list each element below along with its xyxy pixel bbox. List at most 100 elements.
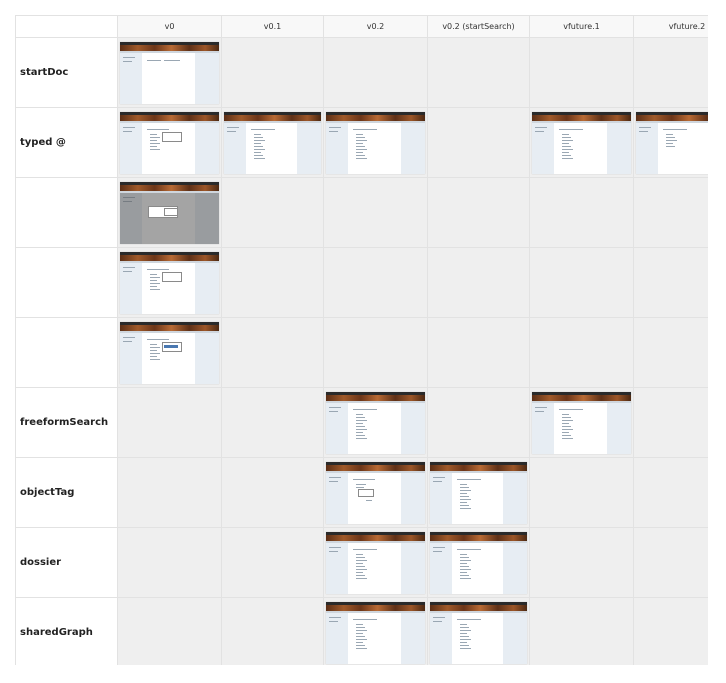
thumbnail-text-line — [460, 490, 471, 491]
thumbnail-top-bar — [224, 112, 321, 115]
screenshot-thumbnail[interactable] — [532, 392, 631, 454]
thumbnail-left-panel — [532, 403, 554, 454]
thumbnail-left-panel — [430, 613, 452, 664]
thumbnail-text-line — [562, 158, 573, 159]
screenshot-thumbnail[interactable] — [532, 112, 631, 174]
matrix-cell — [323, 177, 428, 248]
matrix-cell — [529, 177, 634, 248]
matrix-cell — [633, 107, 708, 178]
thumbnail-text-line — [356, 624, 363, 625]
matrix-cell — [529, 387, 634, 458]
thumbnail-text-line — [460, 636, 469, 637]
matrix-cell — [633, 317, 708, 388]
thumbnail-text-line — [535, 131, 544, 132]
thumbnail-subheader — [430, 611, 527, 613]
screenshot-thumbnail[interactable] — [326, 602, 425, 664]
thumbnail-left-panel — [120, 333, 142, 384]
thumbnail-text-line — [562, 140, 573, 141]
thumbnail-text-line — [562, 417, 571, 418]
thumbnail-subheader — [326, 471, 425, 473]
matrix-cell — [633, 597, 708, 665]
thumbnail-right-panel — [607, 403, 631, 454]
thumbnail-text-line — [356, 420, 367, 421]
thumbnail-text-line — [460, 499, 471, 500]
screenshot-thumbnail[interactable] — [430, 602, 527, 664]
thumbnail-text-line — [457, 479, 481, 480]
matrix-cell — [221, 247, 324, 318]
screenshot-thumbnail[interactable] — [326, 462, 425, 524]
screenshot-thumbnail[interactable] — [120, 322, 219, 384]
thumbnail-text-line — [460, 496, 469, 497]
thumbnail-text-line — [329, 407, 341, 408]
thumbnail-subheader — [532, 121, 631, 123]
thumbnail-popup-box — [358, 489, 374, 497]
screenshot-thumbnail[interactable] — [326, 532, 425, 594]
screenshot-thumbnail[interactable] — [120, 252, 219, 314]
thumbnail-text-line — [562, 426, 571, 427]
thumbnail-text-line — [433, 547, 445, 548]
thumbnail-text-line — [147, 269, 169, 270]
screenshot-thumbnail[interactable] — [430, 532, 527, 594]
thumbnail-text-line — [433, 477, 445, 478]
screenshot-thumbnail[interactable] — [120, 112, 219, 174]
thumbnail-text-line — [356, 487, 364, 488]
thumbnail-subheader — [120, 121, 219, 123]
screenshot-thumbnail[interactable] — [224, 112, 321, 174]
thumbnail-text-line — [460, 572, 467, 573]
thumbnail-text-line — [329, 131, 338, 132]
row-label: dossier — [15, 527, 118, 598]
thumbnail-popup-box — [164, 208, 178, 216]
thumbnail-right-panel — [195, 333, 219, 384]
thumbnail-text-line — [227, 127, 239, 128]
thumbnail-header-band — [532, 395, 631, 401]
thumbnail-text-line — [254, 146, 263, 147]
matrix-cell — [427, 457, 530, 528]
thumbnail-text-line — [356, 572, 363, 573]
matrix-cell — [117, 527, 222, 598]
thumbnail-text-line — [356, 648, 367, 649]
thumbnail-text-line — [353, 619, 377, 620]
thumbnail-text-line — [433, 621, 442, 622]
thumbnail-text-line — [123, 61, 132, 62]
thumbnail-text-line — [254, 134, 261, 135]
thumbnail-text-line — [356, 432, 363, 433]
thumbnail-text-line — [356, 158, 367, 159]
thumbnail-left-panel — [430, 473, 452, 524]
thumbnail-text-line — [123, 267, 135, 268]
thumbnail-right-panel — [195, 263, 219, 314]
column-header-vfuture-2: vfuture.2 — [633, 15, 708, 38]
thumbnail-text-line — [366, 500, 372, 501]
thumbnail-popup-box — [162, 272, 182, 282]
thumbnail-text-line — [460, 624, 467, 625]
matrix-cell — [117, 387, 222, 458]
thumbnail-text-line — [147, 60, 161, 61]
thumbnail-popup-box — [162, 132, 182, 142]
thumbnail-text-line — [123, 57, 135, 58]
screenshot-thumbnail[interactable] — [430, 462, 527, 524]
thumbnail-text-line — [356, 429, 367, 430]
thumbnail-right-panel — [503, 613, 527, 664]
matrix-cell — [633, 527, 708, 598]
thumbnail-text-line — [150, 350, 157, 351]
thumbnail-selected-item — [164, 345, 178, 348]
screenshot-thumbnail[interactable] — [120, 182, 219, 244]
thumbnail-text-line — [562, 438, 573, 439]
screenshot-thumbnail[interactable] — [636, 112, 708, 174]
thumbnail-text-line — [356, 137, 365, 138]
matrix-cell — [427, 317, 530, 388]
matrix-cell — [633, 457, 708, 528]
thumbnail-text-line — [356, 149, 367, 150]
thumbnail-text-line — [460, 487, 469, 488]
screenshot-thumbnail[interactable] — [326, 392, 425, 454]
matrix-cell — [529, 457, 634, 528]
thumbnail-top-bar — [532, 112, 631, 115]
screenshot-thumbnail[interactable] — [120, 42, 219, 104]
screenshot-thumbnail[interactable] — [326, 112, 425, 174]
thumbnail-top-bar — [532, 392, 631, 395]
thumbnail-text-line — [460, 648, 471, 649]
thumbnail-text-line — [562, 155, 571, 156]
thumbnail-text-line — [535, 127, 547, 128]
thumbnail-text-line — [150, 137, 160, 138]
thumbnail-text-line — [356, 140, 367, 141]
thumbnail-text-line — [329, 617, 341, 618]
